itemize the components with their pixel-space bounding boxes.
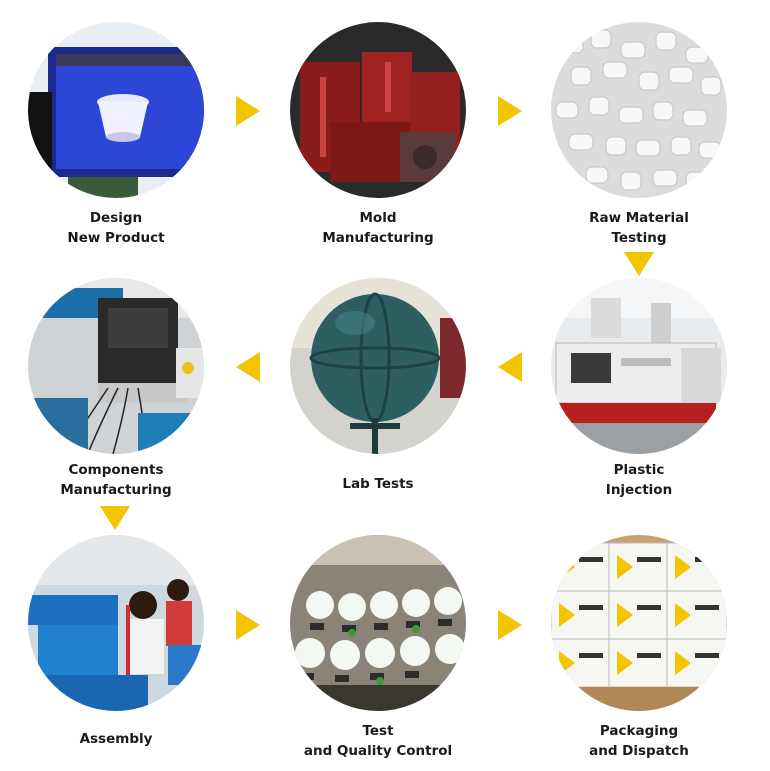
arrow-down-icon: [624, 252, 654, 276]
design-label-line2: New Product: [67, 230, 165, 246]
assembly-label: Assembly: [26, 729, 206, 749]
lab-tests-label: Lab Tests: [288, 474, 468, 494]
design-photo: [28, 22, 204, 198]
components-label: Components Manufacturing: [26, 460, 206, 500]
arrow-right-icon: [236, 610, 260, 640]
test-qc-label-line1: Test: [362, 723, 394, 739]
design-label-line1: Design: [89, 210, 143, 226]
assembly-label-line1: Assembly: [79, 731, 153, 747]
arrow-right-icon: [498, 610, 522, 640]
arrow-left-icon: [498, 352, 522, 382]
raw-material-photo: [551, 22, 727, 198]
test-qc-label-line2: and Quality Control: [303, 743, 453, 759]
arrow-right-icon: [236, 96, 260, 126]
arrow-down-icon: [100, 506, 130, 530]
components-photo: [28, 278, 204, 454]
lab-tests-photo: [290, 278, 466, 454]
test-qc-photo: [290, 535, 466, 711]
components-label-line2: Manufacturing: [60, 482, 172, 498]
arrow-left-icon: [236, 352, 260, 382]
lab-tests-label-line1: Lab Tests: [342, 476, 414, 492]
plastic-injection-label: Plastic Injection: [549, 460, 729, 500]
arrow-right-icon: [498, 96, 522, 126]
design-label: Design New Product: [26, 208, 206, 248]
assembly-photo: [28, 535, 204, 711]
packaging-label-line2: and Dispatch: [589, 743, 689, 759]
packaging-photo: [551, 535, 727, 711]
raw-material-label: Raw Material Testing: [549, 208, 729, 248]
plastic-injection-photo: [551, 278, 727, 454]
mold-label-line1: Mold: [359, 210, 397, 226]
test-qc-label: Test and Quality Control: [288, 721, 468, 761]
raw-material-label-line2: Testing: [611, 230, 667, 246]
plastic-injection-label-line2: Injection: [605, 482, 673, 498]
mold-photo: [290, 22, 466, 198]
mold-label: Mold Manufacturing: [288, 208, 468, 248]
mold-label-line2: Manufacturing: [322, 230, 434, 246]
components-label-line1: Components: [68, 462, 164, 478]
packaging-label: Packaging and Dispatch: [549, 721, 729, 761]
raw-material-label-line1: Raw Material: [589, 210, 689, 226]
packaging-label-line1: Packaging: [599, 723, 679, 739]
plastic-injection-label-line1: Plastic: [613, 462, 665, 478]
